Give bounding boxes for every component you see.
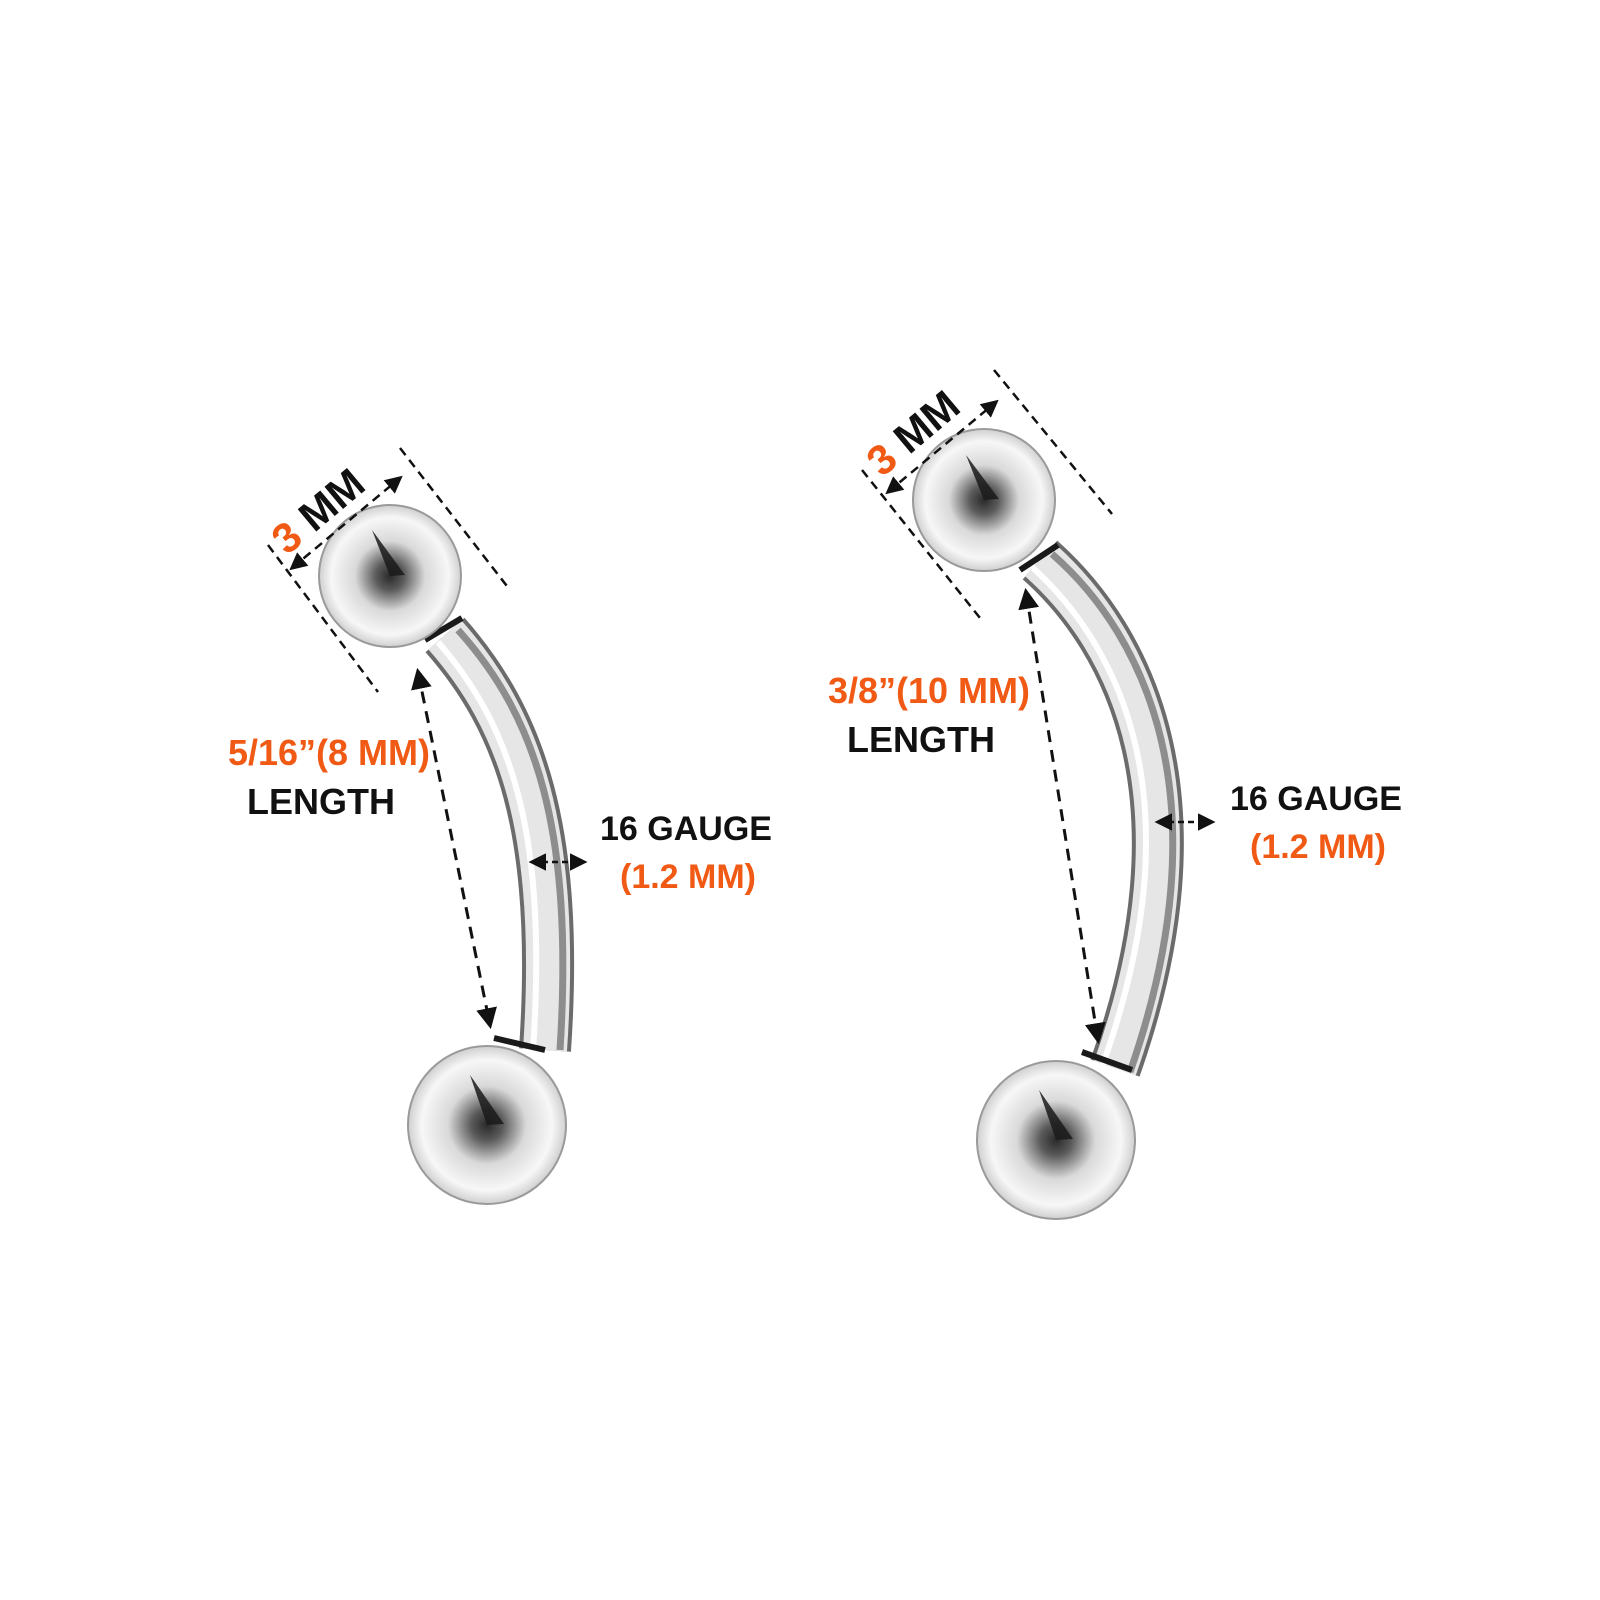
right-length-value: 3/8”(10 MM) [828, 670, 1030, 711]
right-bottom-ball-glint [1039, 1090, 1073, 1140]
left-barbell: 3MM 5/16”(8 MM) LENGTH 16 GAUGE (1.2 MM) [228, 447, 772, 1205]
right-gauge-label: 16 GAUGE [1230, 780, 1402, 818]
right-bar-end-bottom [1080, 1049, 1134, 1073]
left-bar-end-top [423, 615, 464, 643]
right-ball-extension-line-1 [861, 469, 981, 619]
right-ball-dimension-arrow [885, 399, 999, 495]
right-bar [1025, 543, 1180, 1076]
left-length-label: LENGTH [247, 781, 395, 822]
left-bar-shadow [455, 627, 567, 1051]
right-length-label: LENGTH [847, 719, 995, 760]
left-ball-dimension-arrow [289, 475, 403, 571]
left-bottom-ball-glint [470, 1075, 504, 1125]
left-gauge-value: (1.2 MM) [620, 858, 756, 896]
right-length-arrow [1018, 587, 1106, 1045]
right-gauge-value: (1.2 MM) [1250, 828, 1386, 866]
left-bar-end-bottom [493, 1035, 546, 1053]
left-ball-extension-line-1 [266, 544, 380, 693]
left-length-arrow [411, 667, 497, 1030]
left-length-value: 5/16”(8 MM) [228, 732, 430, 773]
right-bar-end-top [1018, 542, 1060, 573]
right-ball-extension-line-2 [993, 369, 1113, 515]
right-barbell: 3MM 3/8”(10 MM) LENGTH 16 GAUGE (1.2 MM) [828, 369, 1402, 1220]
left-gauge-label: 16 GAUGE [600, 810, 772, 848]
